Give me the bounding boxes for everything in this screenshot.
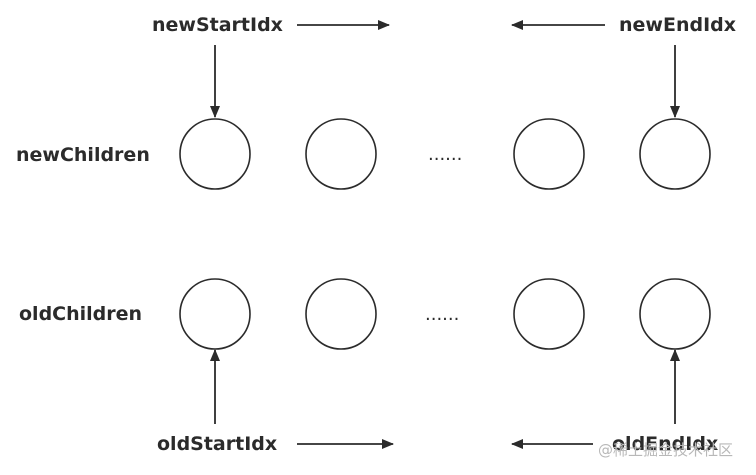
new-child-node-3 [513,118,585,190]
new-child-node-2 [305,118,377,190]
new-children-label: newChildren [16,144,150,166]
old-end-idx-label: oldEndIdx [612,433,719,455]
old-start-idx-label: oldStartIdx [157,433,278,455]
new-start-idx-label: newStartIdx [152,14,283,36]
old-row-ellipsis: ...... [425,304,460,325]
new-child-node-4 [639,118,711,190]
old-child-node-3 [513,278,585,350]
new-row-ellipsis: ...... [428,144,463,165]
old-child-node-4 [639,278,711,350]
new-end-idx-label: newEndIdx [619,14,736,36]
new-child-node-1 [179,118,251,190]
old-child-node-2 [305,278,377,350]
old-child-node-1 [179,278,251,350]
old-children-label: oldChildren [19,303,143,325]
source-watermark: @稀土掘金技术社区 [598,441,734,459]
